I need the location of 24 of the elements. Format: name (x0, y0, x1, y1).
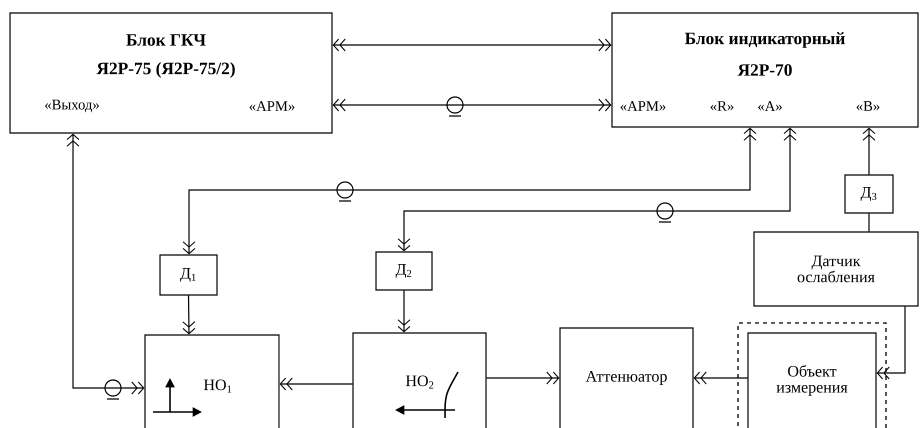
block-box: Блок индикаторный Я2Р-70 «АРМ» «R» «А» «В» (611, 12, 919, 128)
coupler-box: НО$_{2}$ (352, 332, 487, 428)
detector-box: Д$_{1}$ (159, 254, 218, 296)
connector (862, 128, 876, 174)
connector (182, 128, 756, 254)
detector-box: Д$_{3}$ (844, 174, 894, 214)
connector (868, 214, 870, 232)
connector (280, 378, 352, 390)
attenuator-box: Аттенюатор (559, 327, 694, 428)
connector (398, 128, 796, 252)
block-box: Блок ГКЧ Я2Р-75 (Я2Р-75/2) «Выход» «АРМ» (9, 12, 333, 134)
connector (332, 38, 612, 52)
connector (332, 98, 612, 112)
coupler-box: НО$_{1}$ (144, 334, 280, 428)
connector (66, 134, 144, 394)
sensor-box: Датчик ослабления (753, 231, 919, 307)
connector (486, 372, 560, 384)
connector (694, 372, 748, 384)
connector (876, 306, 906, 380)
connector (398, 290, 410, 332)
detector-box: Д$_{2}$ (375, 251, 433, 291)
object-box: Объект измерения (747, 332, 877, 428)
dashed-frame (737, 322, 887, 428)
connector (182, 296, 196, 334)
